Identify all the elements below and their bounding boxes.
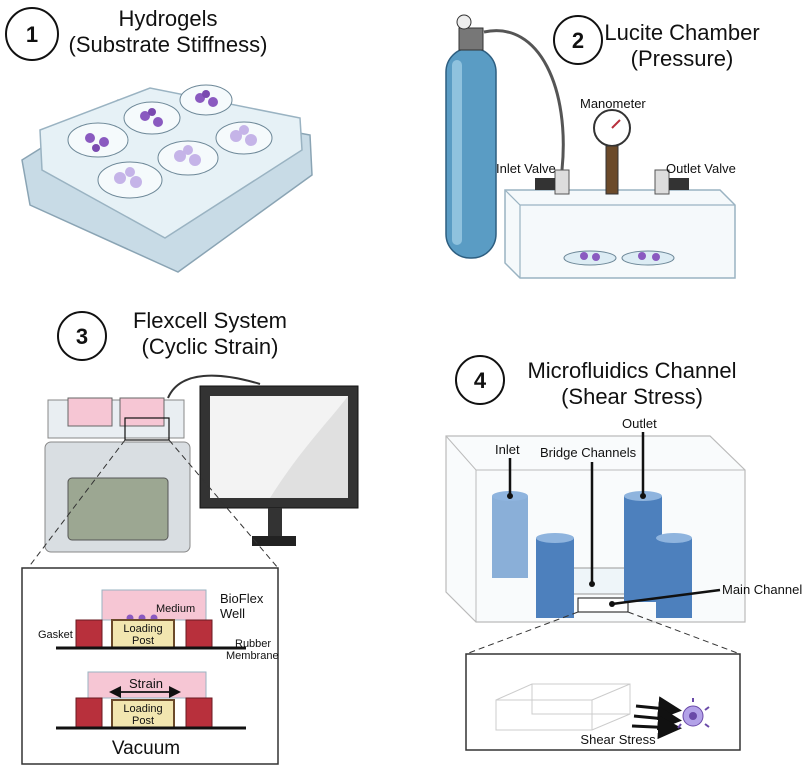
panel-1: 1 Hydrogels (Substrate Stiffness) — [5, 6, 313, 273]
inlet-valve-label: Inlet Valve — [496, 161, 556, 176]
outlet-valve-label: Outlet Valve — [666, 161, 736, 176]
loading-post-label: Loading — [123, 703, 162, 715]
strain-label: Strain — [129, 676, 163, 691]
panel-subtitle: (Shear Stress) — [561, 384, 703, 409]
inlet-label: Inlet — [495, 442, 520, 457]
loading-post-label: Loading — [123, 623, 162, 635]
hydrogel-well — [157, 140, 219, 176]
hydrogel-well — [215, 121, 273, 155]
hydrogel-well — [123, 101, 181, 135]
hydrogel-well — [97, 161, 163, 199]
gas-tube — [483, 29, 565, 171]
rubber-membrane-label-2: Membrane — [226, 650, 279, 662]
panel-title: Hydrogels — [118, 6, 217, 31]
gasket-label: Gasket — [38, 629, 73, 641]
bioflex-label-2: Well — [220, 606, 245, 621]
panel-number: 4 — [474, 368, 487, 393]
zoom-line — [27, 439, 126, 569]
gas-cylinder — [445, 14, 497, 259]
panel-subtitle: (Substrate Stiffness) — [69, 32, 268, 57]
reservoir-cylinder — [536, 533, 574, 618]
panel-number-badge — [5, 7, 59, 61]
manometer-label: Manometer — [580, 96, 646, 111]
panel-title: Flexcell System — [133, 308, 287, 333]
bioflex-label: BioFlex — [220, 591, 264, 606]
panel-number-badge — [57, 311, 107, 361]
panel-3: 3 Flexcell System (Cyclic Strain) — [21, 308, 359, 765]
reservoir-cylinder — [656, 533, 692, 618]
inlet-cylinder — [492, 491, 528, 578]
panel-title: Lucite Chamber — [604, 20, 759, 45]
shear-stress-label: Shear Stress — [580, 732, 656, 747]
well-plate-illustration — [21, 84, 313, 273]
panel-number: 2 — [572, 28, 584, 53]
panel-2: 2 Lucite Chamber (Pressure) — [445, 14, 760, 279]
panel-number: 1 — [26, 22, 38, 47]
loading-post-label-2: Post — [132, 715, 154, 727]
flexcell-device — [44, 397, 191, 553]
inlet-valve — [535, 169, 570, 195]
panel-subtitle: (Cyclic Strain) — [142, 334, 279, 359]
vacuum-label: Vacuum — [112, 738, 180, 759]
rubber-membrane-label: Rubber — [235, 638, 271, 650]
lucite-chamber — [504, 189, 736, 279]
cell-icon — [677, 698, 710, 729]
panel-number-badge — [553, 15, 603, 65]
medium-label: Medium — [156, 603, 195, 615]
zoom-line — [168, 439, 279, 569]
panel-title: Microfluidics Channel — [527, 358, 736, 383]
panel-number-badge — [455, 355, 505, 405]
loading-post-label-2: Post — [132, 635, 154, 647]
panel-subtitle: (Pressure) — [631, 46, 734, 71]
panel-4: 4 Microfluidics Channel (Shear Stress) — [445, 355, 802, 751]
microfluidic-block — [445, 435, 746, 623]
outlet-valve — [654, 169, 689, 195]
cable — [167, 374, 261, 399]
panel-number: 3 — [76, 324, 88, 349]
bioflex-detail-box — [21, 567, 279, 765]
bridge-channels-label: Bridge Channels — [540, 445, 637, 460]
main-channel-pointer — [611, 588, 721, 606]
hydrogel-well — [67, 122, 129, 158]
main-channel-label: Main Channel — [722, 582, 802, 597]
shear-stress-detail-box — [465, 653, 741, 751]
manometer — [593, 109, 631, 195]
outlet-cylinder — [624, 491, 662, 602]
computer-monitor — [199, 385, 359, 546]
hydrogel-well — [179, 84, 233, 116]
outlet-label: Outlet — [622, 416, 657, 431]
